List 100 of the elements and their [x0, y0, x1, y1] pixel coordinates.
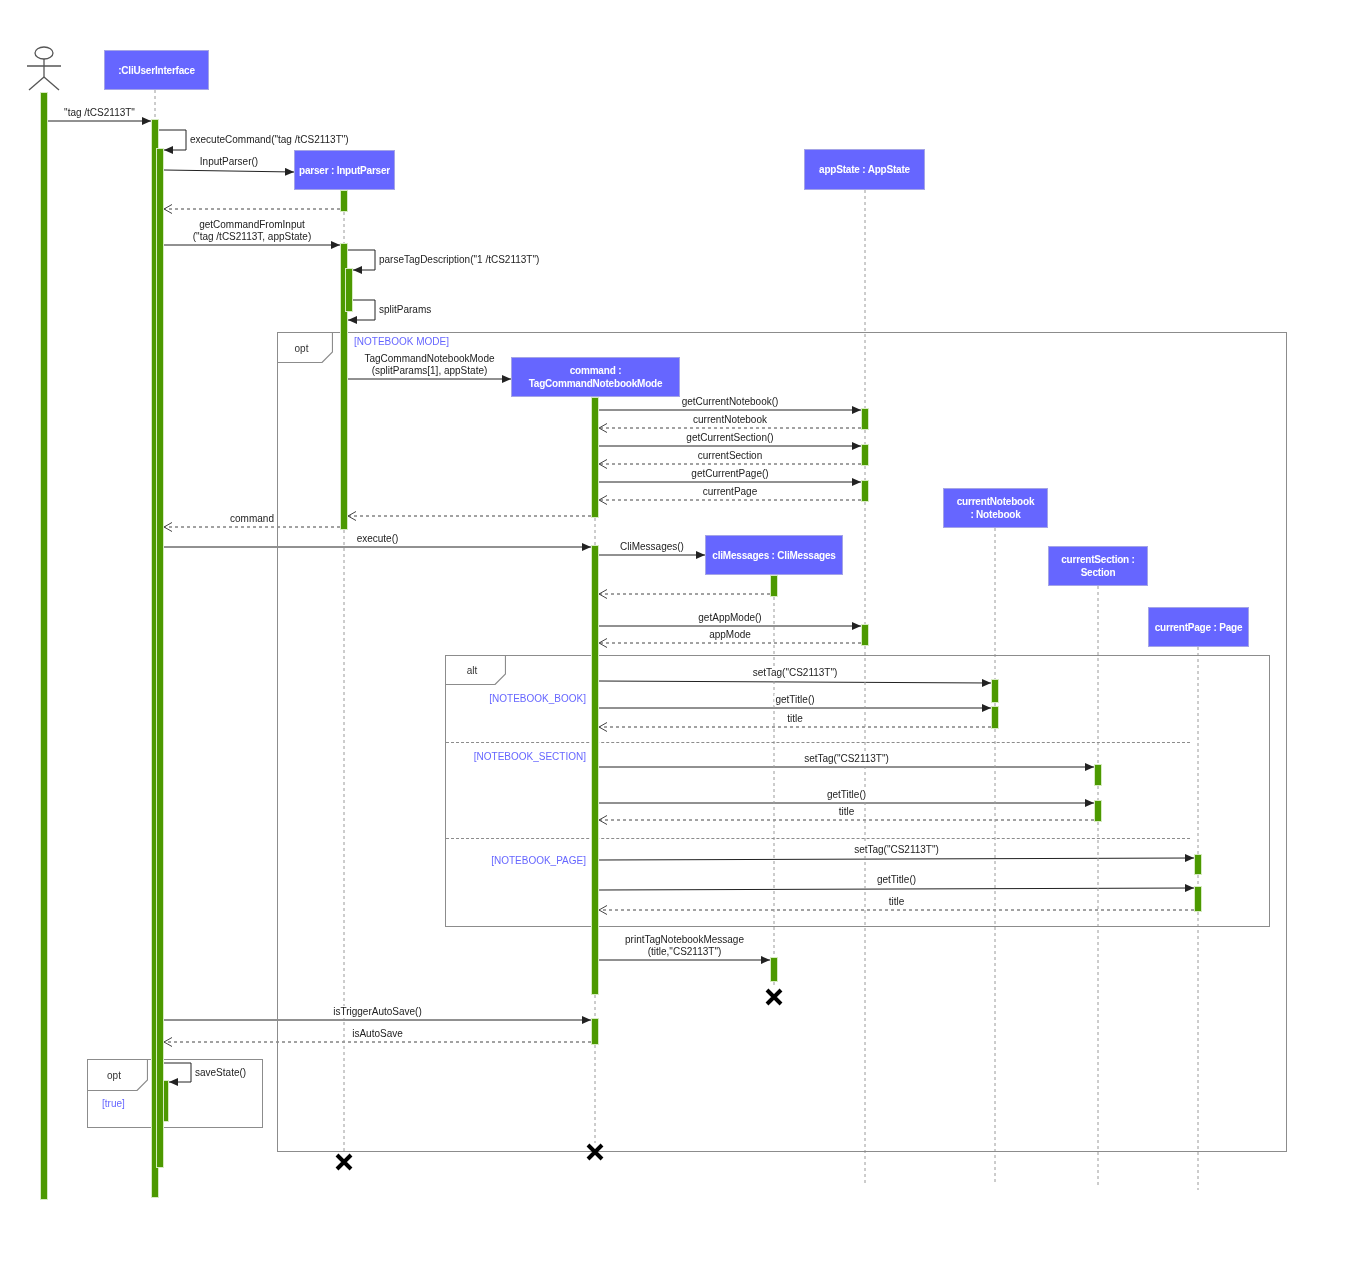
x-mark-icon: [586, 1143, 604, 1161]
activation-bar: [40, 92, 48, 1200]
lifeline-head: currentPage : Page: [1148, 607, 1249, 647]
return-message-arrow: [598, 722, 992, 732]
message-arrow: [598, 622, 862, 630]
activation-bar: [591, 397, 599, 518]
lifeline-head: command : TagCommandNotebookMode: [511, 357, 680, 397]
return-message-arrow: [598, 495, 862, 505]
message-label: printTagNotebookMessage (title,"CS2113T"): [624, 934, 745, 958]
activation-bar: [340, 190, 348, 212]
message-label: CliMessages(): [619, 541, 685, 553]
message-arrow: [163, 543, 592, 551]
message-arrow: [598, 854, 1195, 863]
message-arrow: [163, 1016, 592, 1024]
fragment-operator-tab: opt: [88, 1060, 148, 1091]
lifeline: [343, 211, 345, 244]
x-mark-icon: [335, 1153, 353, 1171]
message-label: command: [229, 513, 275, 525]
message-arrow: [163, 167, 295, 176]
message-label: getCommandFromInput ("tag /tCS2113T, appState): [191, 219, 313, 243]
self-message-arrow: [347, 299, 376, 324]
lifeline: [594, 517, 596, 546]
activation-bar: [1194, 886, 1202, 912]
message-arrow: [598, 704, 992, 712]
lifeline-head: currentSection : Section: [1048, 546, 1148, 586]
message-label: saveState(): [194, 1066, 248, 1079]
message-label: isAutoSave: [351, 1028, 404, 1040]
message-arrow: [598, 442, 862, 450]
message-label: getCurrentSection(): [685, 432, 775, 444]
return-message-arrow: [347, 511, 592, 521]
lifeline: [1097, 785, 1099, 801]
message-label: InputParser(): [198, 156, 260, 168]
activation-bar: [1094, 764, 1102, 786]
activation-bar: [345, 268, 353, 312]
message-label: currentNotebook: [692, 414, 768, 426]
return-message-arrow: [598, 905, 1195, 915]
message-label: getTitle(): [875, 874, 918, 886]
person-icon: [26, 46, 62, 91]
lifeline: [994, 702, 996, 707]
message-label: "tag /tCS2113T": [63, 107, 136, 119]
activation-bar: [770, 957, 778, 982]
lifeline: [864, 189, 866, 409]
activation-bar: [1194, 854, 1202, 875]
lifeline: [864, 429, 866, 445]
x-mark-icon: [765, 988, 783, 1006]
message-arrow: [598, 799, 1095, 807]
message-label: getTitle(): [825, 789, 868, 801]
lifeline: [154, 89, 156, 120]
guard-condition: [NOTEBOOK_PAGE]: [491, 855, 586, 867]
message-label: execute(): [355, 533, 400, 545]
message-label: getAppMode(): [697, 612, 763, 624]
return-message-arrow: [598, 459, 862, 469]
lifeline: [1097, 585, 1099, 765]
message-label: splitParams: [378, 304, 433, 316]
message-arrow: [598, 406, 862, 414]
message-label: title: [887, 896, 906, 908]
lifeline: [864, 501, 866, 625]
activation-bar: [1094, 800, 1102, 822]
activation-bar: [340, 243, 348, 530]
activation-bar: [591, 545, 599, 995]
lifeline: [1197, 646, 1199, 855]
message-arrow: [598, 551, 706, 559]
return-message-arrow: [163, 1037, 592, 1047]
activation-bar: [991, 706, 999, 729]
lifeline-head: cliMessages : CliMessages: [705, 535, 843, 575]
message-label: currentSection: [696, 450, 764, 462]
lifeline: [994, 527, 996, 680]
guard-condition: [NOTEBOOK MODE]: [354, 336, 449, 348]
message-label: getTitle(): [774, 694, 816, 706]
lifeline: [864, 645, 866, 1186]
message-label: appMode: [708, 629, 752, 641]
fragment-operator-tab: opt: [278, 333, 333, 363]
message-label: isTriggerAutoSave(): [332, 1006, 423, 1018]
lifeline: [343, 529, 345, 1154]
message-arrow: [598, 478, 862, 486]
return-message-arrow: [163, 522, 341, 532]
lifeline: [864, 465, 866, 481]
message-arrow: [598, 763, 1095, 771]
lifeline: [594, 1044, 596, 1144]
message-label: title: [837, 806, 856, 818]
message-label: getCurrentPage(): [690, 468, 770, 480]
guard-condition: [NOTEBOOK_BOOK]: [489, 693, 586, 705]
message-arrow: [47, 117, 152, 125]
message-label: setTag("CS2113T"): [853, 844, 940, 856]
activation-bar: [770, 575, 778, 597]
lifeline: [594, 994, 596, 1019]
message-label: currentPage: [701, 486, 759, 498]
message-arrow: [163, 241, 341, 249]
activation-bar: [861, 624, 869, 646]
activation-bar: [861, 408, 869, 430]
message-arrow: [598, 884, 1195, 893]
activation-bar: [991, 679, 999, 703]
self-message-arrow: [347, 249, 376, 274]
message-label: setTag("CS2113T"): [751, 667, 839, 679]
message-label: setTag("CS2113T"): [803, 753, 890, 765]
message-arrow: [598, 678, 992, 687]
message-label: executeCommand("tag /tCS2113T"): [189, 134, 350, 146]
lifeline: [1097, 821, 1099, 1186]
guard-condition: [true]: [102, 1098, 125, 1110]
lifeline-head: parser : InputParser: [294, 150, 395, 190]
